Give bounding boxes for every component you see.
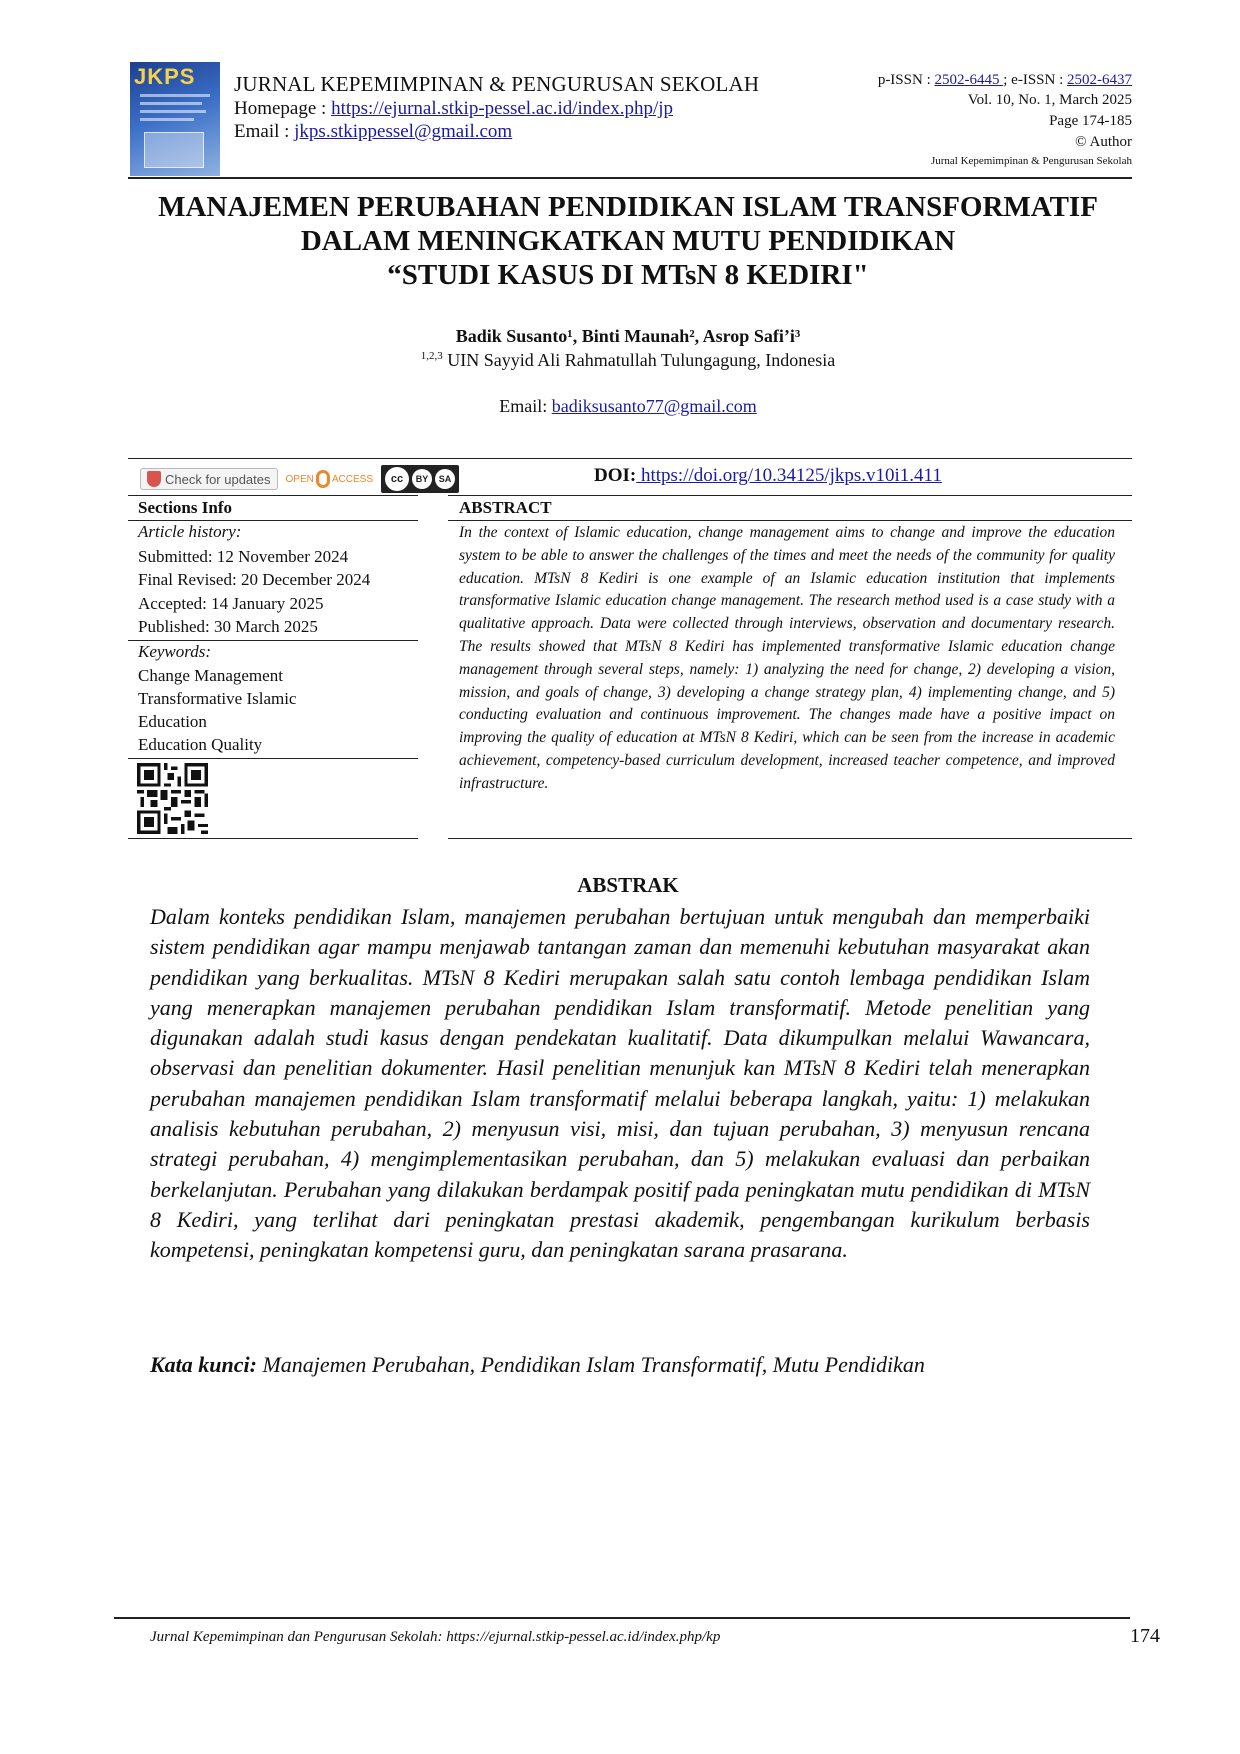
issn-line: p-ISSN : 2502-6445 ; e-ISSN : 2502-6437 [878,72,1132,89]
journal-email-line: Email : jkps.stkippessel@gmail.com [234,121,512,143]
article-dates: Submitted: 12 November 2024 Final Revise… [138,545,370,638]
creative-commons-icon: cc [384,467,409,491]
table-divider [128,640,418,641]
article-title: MANAJEMEN PERUBAHAN PENDIDIKAN ISLAM TRA… [128,190,1128,292]
logo-decoration [140,94,210,97]
date-submitted: Submitted: 12 November 2024 [138,547,349,566]
affiliation-text: UIN Sayyid Ali Rahmatullah Tulungagung, … [442,350,836,370]
pissn-label: p-ISSN : [877,72,935,88]
doi-link[interactable]: https://doi.org/10.34125/jkps.v10i1.411 [636,465,942,486]
abstrak-heading: ABSTRAK [577,873,679,897]
table-divider [128,495,418,496]
date-published: Published: 30 March 2025 [138,616,318,636]
copyright-holder: Jurnal Kepemimpinan & Pengurusan Sekolah [930,155,1132,167]
logo-decoration [140,118,194,121]
date-revised: Final Revised: 20 December 2024 [138,570,371,590]
keywords-heading: Keywords: [138,642,212,661]
copyright: © Author [1075,134,1132,150]
logo-decoration [140,110,206,113]
page-range: Page 174-185 [1049,113,1132,129]
homepage-label: Homepage : [234,98,332,119]
attribution-icon: BY [411,469,432,489]
keyword-item: Transformative Islamic [138,689,297,708]
table-bottom-border [128,838,418,839]
logo-decoration [144,132,204,168]
footer-divider [114,1617,1130,1619]
title-line: MANAJEMEN PERUBAHAN PENDIDIKAN ISLAM TRA… [158,191,1098,223]
footer-text: Jurnal Kepemimpinan dan Pengurusan Sekol… [150,1629,721,1645]
abstract-heading: ABSTRACT [459,498,552,517]
date-accepted: Accepted: 14 January 2025 [138,593,324,613]
kata-kunci-label: Kata kunci: [150,1352,257,1377]
volume-info: Vol. 10, No. 1, March 2025 [967,92,1132,108]
keywords-list: Change Management Transformative Islamic… [138,664,296,756]
pissn-link[interactable]: 2502-6445 [934,72,1004,88]
table-divider [448,520,1132,521]
header-divider [128,177,1132,179]
author-email-link[interactable]: badiksusanto77@gmail.com [551,396,757,416]
abstrak-text: Dalam konteks pendidikan Islam, manajeme… [150,904,1090,1263]
eissn-label: ; e-ISSN : [1003,72,1067,88]
homepage-link[interactable]: https://ejurnal.stkip-pessel.ac.id/index… [331,98,674,119]
qr-code-icon [137,763,208,834]
table-top-border [128,458,1132,459]
doi-label: DOI: [594,465,637,486]
article-history-heading: Article history: [138,522,242,541]
doi-line: DOI: https://doi.org/10.34125/jkps.v10i1… [594,465,942,487]
journal-title: JURNAL KEPEMIMPINAN & PENGURUSAN SEKOLAH [234,72,760,96]
logo-text: JKPS [134,64,196,89]
keyword-item: Change Management [138,666,283,685]
title-line: DALAM MENINGKATKAN MUTU PENDIDIKAN [300,225,956,257]
author-email-label: Email: [499,396,552,416]
page-number: 174 [1130,1625,1160,1647]
homepage-line: Homepage : https://ejurnal.stkip-pessel.… [234,98,673,120]
open-access-label-left: OPEN [285,473,314,485]
author-email-line: Email: badiksusanto77@gmail.com [128,396,1128,417]
affiliation: 1,2,3 UIN Sayyid Ali Rahmatullah Tulunga… [128,350,1128,371]
sections-info-heading: Sections Info [138,498,232,517]
kata-kunci-line: Kata kunci: Manajemen Perubahan, Pendidi… [150,1352,1110,1378]
check-for-updates-badge[interactable]: Check for updates [140,468,278,490]
logo-decoration [140,102,202,105]
journal-email-link[interactable]: jkps.stkippessel@gmail.com [294,121,513,142]
table-bottom-border [448,838,1132,839]
open-lock-icon [315,470,330,488]
share-alike-icon: SA [434,469,455,489]
check-for-updates-label: Check for updates [165,471,271,487]
table-divider [128,520,418,521]
journal-email-label: Email : [234,121,295,142]
table-divider [128,758,418,759]
bookmark-icon [147,471,161,487]
keyword-item: Education Quality [138,735,263,754]
open-access-label-right: ACCESS [331,473,373,485]
article-badges: Check for updates OPEN ACCESS cc BY SA [140,462,459,496]
eissn-link[interactable]: 2502-6437 [1067,72,1132,88]
kata-kunci-text: Manajemen Perubahan, Pendidikan Islam Tr… [256,1352,925,1377]
table-divider [448,495,1132,496]
abstract-text: In the context of Islamic education, cha… [459,524,1115,792]
open-access-badge: OPEN ACCESS [286,470,373,488]
title-line: “STUDI KASUS DI MTsN 8 KEDIRI" [387,259,869,291]
cc-license-badge[interactable]: cc BY SA [380,465,459,493]
author-list: Badik Susanto¹, Binti Maunah², Asrop Saf… [455,326,801,346]
keyword-item: Education [138,712,207,731]
journal-logo: JKPS [130,62,220,176]
affiliation-markers: 1,2,3 [420,350,443,362]
